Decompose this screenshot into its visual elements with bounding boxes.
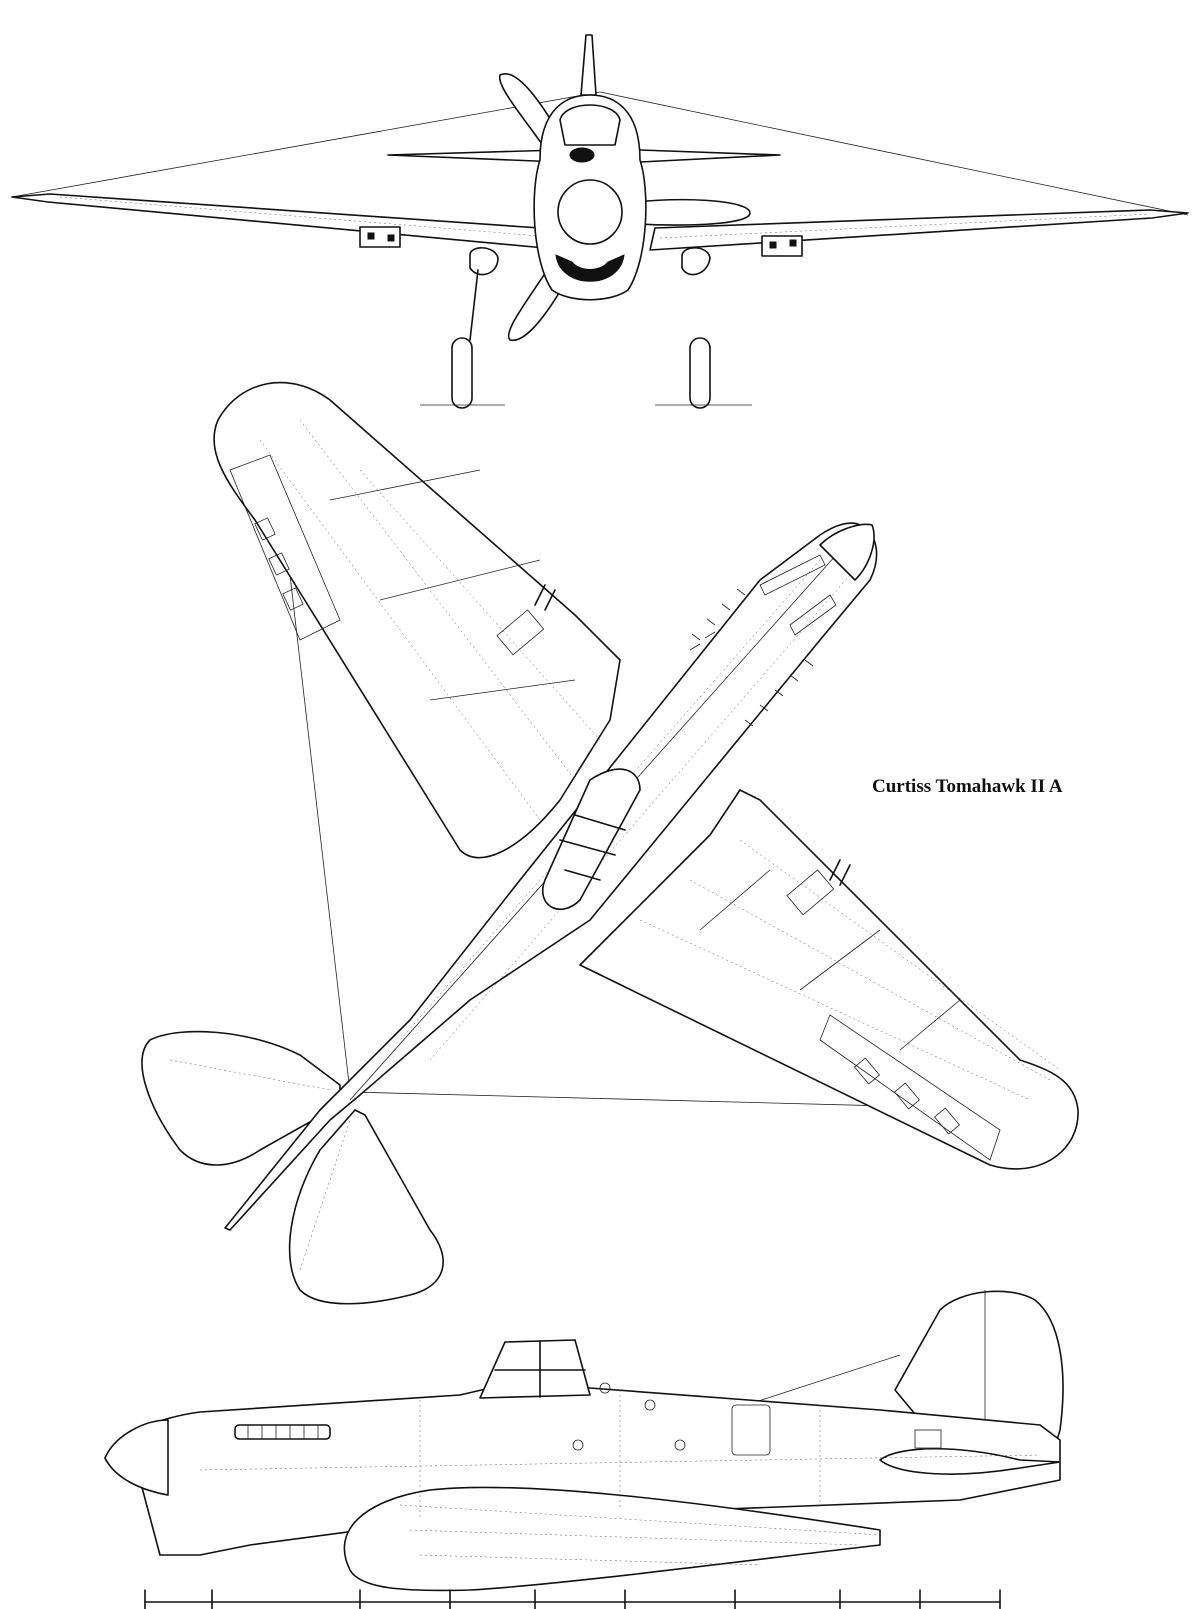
front-view-spinner [557,179,623,245]
side-view-wing [343,1486,881,1592]
plan-view-right-wing-guns [786,859,851,916]
front-view-right-gun-bay [761,235,803,257]
plan-view-left-wing [213,381,621,859]
plan-view [141,381,1079,1305]
side-view-exhaust-stacks [234,1424,331,1440]
plan-view-spinner [819,523,875,581]
scale-bar [144,1589,1001,1609]
plan-view-canopy [542,768,641,911]
front-view-left-wing [11,193,546,249]
front-view-right-main-gear [655,337,752,409]
front-view-left-gun-bay [359,226,401,248]
plan-view-left-aileron [229,454,341,641]
aircraft-title: Curtiss Tomahawk II A [872,776,1063,797]
side-view-spinner [104,1419,169,1496]
side-view-tailplane [879,1448,1061,1475]
plan-view-left-wing-guns [496,584,556,656]
plan-view-right-tailplane [288,1109,444,1305]
plan-view-left-tailplane [141,1030,341,1166]
side-view [104,1290,1064,1592]
plan-view-right-wing [579,789,1079,1170]
plan-view-exhaust-stacks [689,588,814,727]
side-view-canopy [479,1339,591,1399]
front-view-fin [580,34,597,96]
plan-view-wing-panel-lines [259,419,1061,1101]
plan-view-right-aileron [819,1014,1001,1161]
front-view-left-main-gear [420,269,505,409]
front-view-chin-intake [555,254,625,282]
front-view [11,34,1189,409]
